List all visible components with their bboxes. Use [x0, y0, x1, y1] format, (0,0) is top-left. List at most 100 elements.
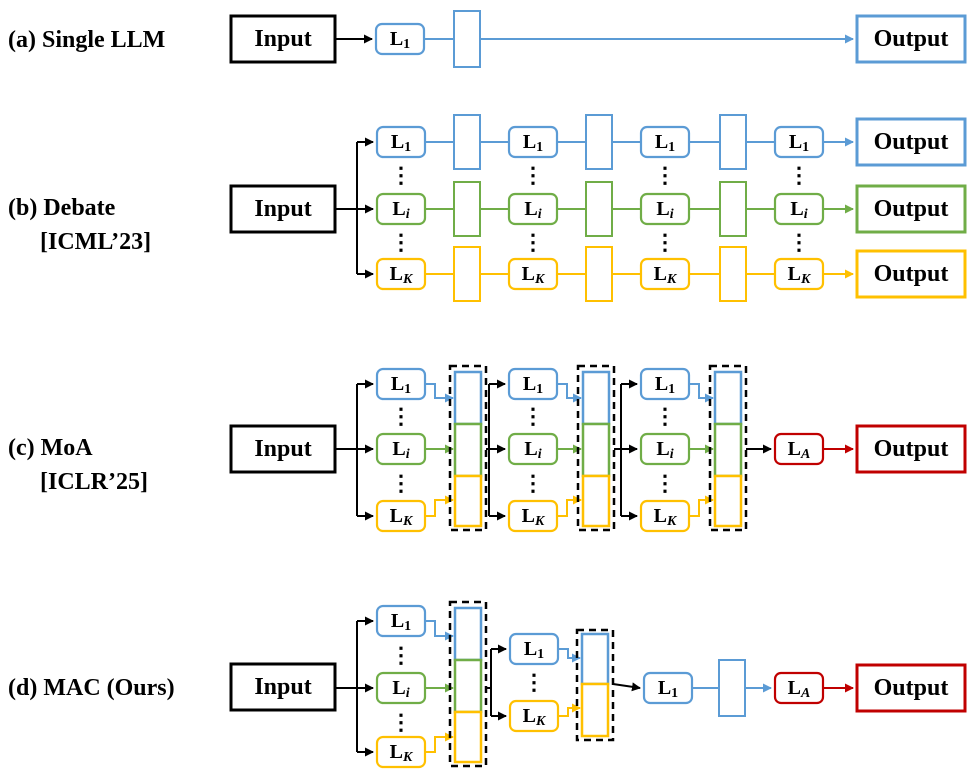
- panel-b-label: (b) Debate: [8, 195, 116, 221]
- connector-line: [557, 495, 582, 517]
- llm-node-label: L1: [789, 131, 809, 155]
- response-box: [453, 114, 481, 170]
- connector-line: [557, 383, 582, 403]
- ellipsis-dots: ⋮: [654, 404, 676, 429]
- connector-line: [425, 495, 454, 517]
- response-box: [718, 659, 746, 717]
- output-label: Output: [874, 196, 949, 222]
- response-box: [585, 246, 613, 302]
- ellipsis-dots: ⋮: [522, 471, 544, 496]
- ellipsis-dots: ⋮: [522, 163, 544, 188]
- input-label: Input: [254, 196, 311, 222]
- llm-node-label: L1: [391, 610, 411, 634]
- llm-node-label: LK: [390, 505, 414, 529]
- llm-node-label: LK: [390, 263, 414, 287]
- response-box: [585, 181, 613, 237]
- response-box: [453, 658, 483, 714]
- llm-node-label: LK: [654, 505, 678, 529]
- response-box: [713, 370, 743, 426]
- llm-node-label: LK: [522, 263, 546, 287]
- input-label: Input: [254, 26, 311, 52]
- aggregation-group: [448, 600, 488, 768]
- response-box: [719, 181, 747, 237]
- llm-node-label: LK: [654, 263, 678, 287]
- output-box: [855, 184, 967, 234]
- llm-node-label: Li: [656, 198, 673, 222]
- output-box: [855, 117, 967, 167]
- llm-node-label: LK: [788, 263, 812, 287]
- output-label: Output: [874, 26, 949, 52]
- response-box: [585, 114, 613, 170]
- ellipsis-dots: ⋮: [522, 404, 544, 429]
- response-box: [580, 682, 610, 738]
- connector-line: [689, 495, 714, 517]
- connector-line: [425, 383, 454, 403]
- llm-node-label: LK: [522, 505, 546, 529]
- connector-line: [425, 732, 454, 753]
- llm-node-label: L1: [391, 373, 411, 397]
- llm-node-label: L1: [655, 131, 675, 155]
- llm-node-label: Li: [524, 438, 541, 462]
- response-box: [581, 422, 611, 478]
- ellipsis-dots: ⋮: [390, 404, 412, 429]
- ellipsis-dots: ⋮: [788, 163, 810, 188]
- aggregator-node-label: LA: [788, 677, 811, 701]
- response-box: [453, 422, 483, 478]
- ellipsis-dots: ⋮: [390, 710, 412, 735]
- output-box: [855, 663, 967, 713]
- ellipsis-dots: ⋮: [654, 471, 676, 496]
- llm-node-label: L1: [390, 28, 410, 52]
- response-box: [580, 632, 610, 686]
- panel-c-label: (c) MoA: [8, 435, 93, 461]
- input-box: [229, 662, 337, 712]
- aggregator-node-label: LA: [788, 438, 811, 462]
- llm-node-label: L1: [523, 373, 543, 397]
- connector-line: [558, 648, 581, 663]
- ellipsis-dots: ⋮: [390, 230, 412, 255]
- response-box: [453, 10, 481, 68]
- llm-node-label: LK: [390, 741, 414, 765]
- response-box: [453, 370, 483, 426]
- ellipsis-dots: ⋮: [390, 643, 412, 668]
- response-box: [453, 246, 481, 302]
- llm-node-label: L1: [523, 131, 543, 155]
- response-box: [713, 474, 743, 528]
- llm-node-label: Li: [790, 198, 807, 222]
- ellipsis-dots: ⋮: [788, 230, 810, 255]
- llm-node-label: L1: [391, 131, 411, 155]
- llm-node-label: L1: [655, 373, 675, 397]
- output-label: Output: [874, 436, 949, 462]
- llm-node-label: Li: [392, 198, 409, 222]
- input-label: Input: [254, 674, 311, 700]
- panel-d-label: (d) MAC (Ours): [8, 675, 175, 701]
- output-label: Output: [874, 675, 949, 701]
- response-box: [453, 181, 481, 237]
- llm-node-label: Li: [392, 438, 409, 462]
- ellipsis-dots: ⋮: [522, 230, 544, 255]
- output-label: Output: [874, 129, 949, 155]
- ellipsis-dots: ⋮: [654, 163, 676, 188]
- ellipsis-dots: ⋮: [390, 163, 412, 188]
- input-box: [229, 184, 337, 234]
- ellipsis-dots: ⋮: [654, 230, 676, 255]
- output-box: [855, 424, 967, 474]
- output-label: Output: [874, 261, 949, 287]
- input-label: Input: [254, 436, 311, 462]
- llm-node-label: Li: [656, 438, 673, 462]
- response-box: [581, 474, 611, 528]
- panel-b-citation: [ICML’23]: [40, 229, 152, 255]
- panel-c-citation: [ICLR’25]: [40, 469, 148, 495]
- llm-node-label: L1: [658, 677, 678, 701]
- input-box: [229, 424, 337, 474]
- connector-line: [612, 682, 641, 692]
- aggregation-group: [448, 364, 488, 532]
- connector-line: [558, 703, 581, 717]
- aggregation-group: [576, 364, 616, 532]
- response-box: [719, 246, 747, 302]
- llm-node-label: Li: [524, 198, 541, 222]
- aggregation-group: [708, 364, 748, 532]
- response-box: [453, 474, 483, 528]
- connector-line: [425, 620, 454, 641]
